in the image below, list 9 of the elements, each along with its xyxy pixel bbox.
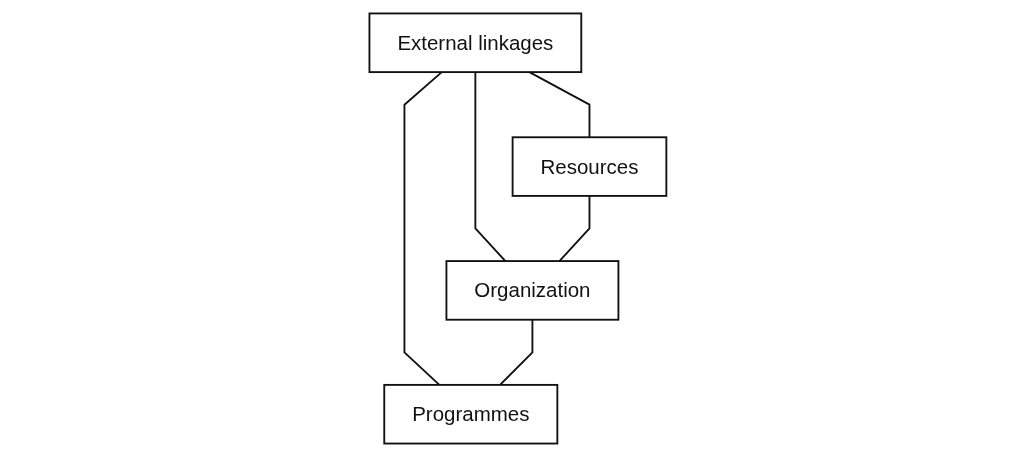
node-box: External linkages bbox=[368, 12, 583, 74]
connector bbox=[558, 195, 591, 262]
connector bbox=[528, 71, 591, 139]
connector bbox=[403, 71, 443, 386]
node-box: Resources bbox=[511, 136, 668, 197]
node-box: Programmes bbox=[383, 383, 559, 445]
connector bbox=[474, 71, 507, 262]
node-box: Organization bbox=[445, 260, 620, 321]
connector bbox=[499, 318, 534, 386]
